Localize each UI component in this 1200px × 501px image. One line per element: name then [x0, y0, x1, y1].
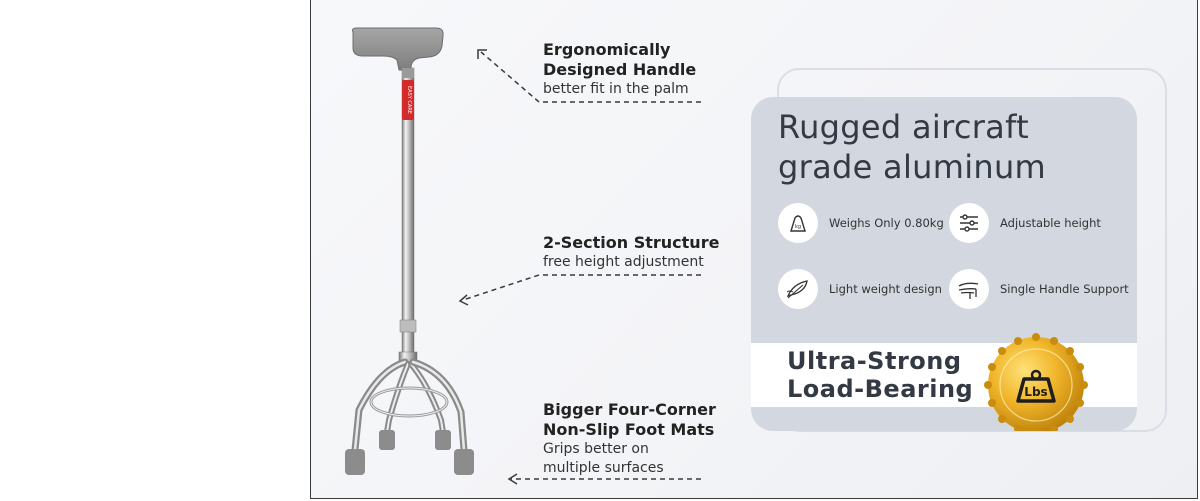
card-title-line: Rugged aircraft [778, 108, 1029, 146]
feature-subtitle: free height adjustment [543, 254, 704, 270]
feature-title: Designed Handle [543, 60, 697, 79]
spec-single-handle: Single Handle Support [949, 269, 1129, 309]
feature-title: Bigger Four-Corner [543, 400, 716, 419]
spec-label: Adjustable height [1000, 216, 1101, 230]
feature-subtitle: better fit in the palm [543, 81, 689, 97]
card-title-line: grade aluminum [778, 148, 1047, 186]
load-bearing-label: Ultra-Strong Load-Bearing [787, 347, 973, 403]
sliders-icon [949, 203, 989, 243]
weight-icon: kg [778, 203, 818, 243]
feature-title: Ergonomically [543, 40, 671, 59]
spec-card: Rugged aircraft grade aluminum kg Weighs… [751, 97, 1137, 431]
spec-weight: kg Weighs Only 0.80kg [778, 203, 944, 243]
medal-text: Lbs [1024, 385, 1047, 399]
spec-label: Single Handle Support [1000, 282, 1129, 296]
feature-foot-mats: Bigger Four-Corner Non-Slip Foot Mats Gr… [543, 400, 716, 478]
spec-adjustable: Adjustable height [949, 203, 1101, 243]
feature-subtitle: multiple surfaces [543, 460, 664, 476]
feature-ergonomic-handle: Ergonomically Designed Handle better fit… [543, 40, 696, 99]
feature-subtitle: Grips better on [543, 441, 649, 457]
product-panel: EASY CARE Ergonom [310, 0, 1198, 499]
spec-label: Light weight design [829, 282, 942, 296]
hand-icon [949, 269, 989, 309]
feature-title: 2-Section Structure [543, 233, 720, 252]
feature-two-section: 2-Section Structure free height adjustme… [543, 233, 719, 272]
spec-lightweight: Light weight design [778, 269, 942, 309]
gold-medal-icon: Lbs [984, 333, 1088, 431]
feature-title: Non-Slip Foot Mats [543, 420, 715, 439]
load-bearing-line: Load-Bearing [787, 375, 974, 403]
load-bearing-line: Ultra-Strong [787, 347, 962, 375]
brand-logo-text: EASY CARE [406, 86, 412, 114]
card-title: Rugged aircraft grade aluminum [778, 107, 1046, 187]
feather-icon [778, 269, 818, 309]
weight-icon-text: kg [795, 224, 801, 230]
walking-cane-image: EASY CARE [345, 27, 701, 485]
spec-label: Weighs Only 0.80kg [829, 216, 944, 230]
